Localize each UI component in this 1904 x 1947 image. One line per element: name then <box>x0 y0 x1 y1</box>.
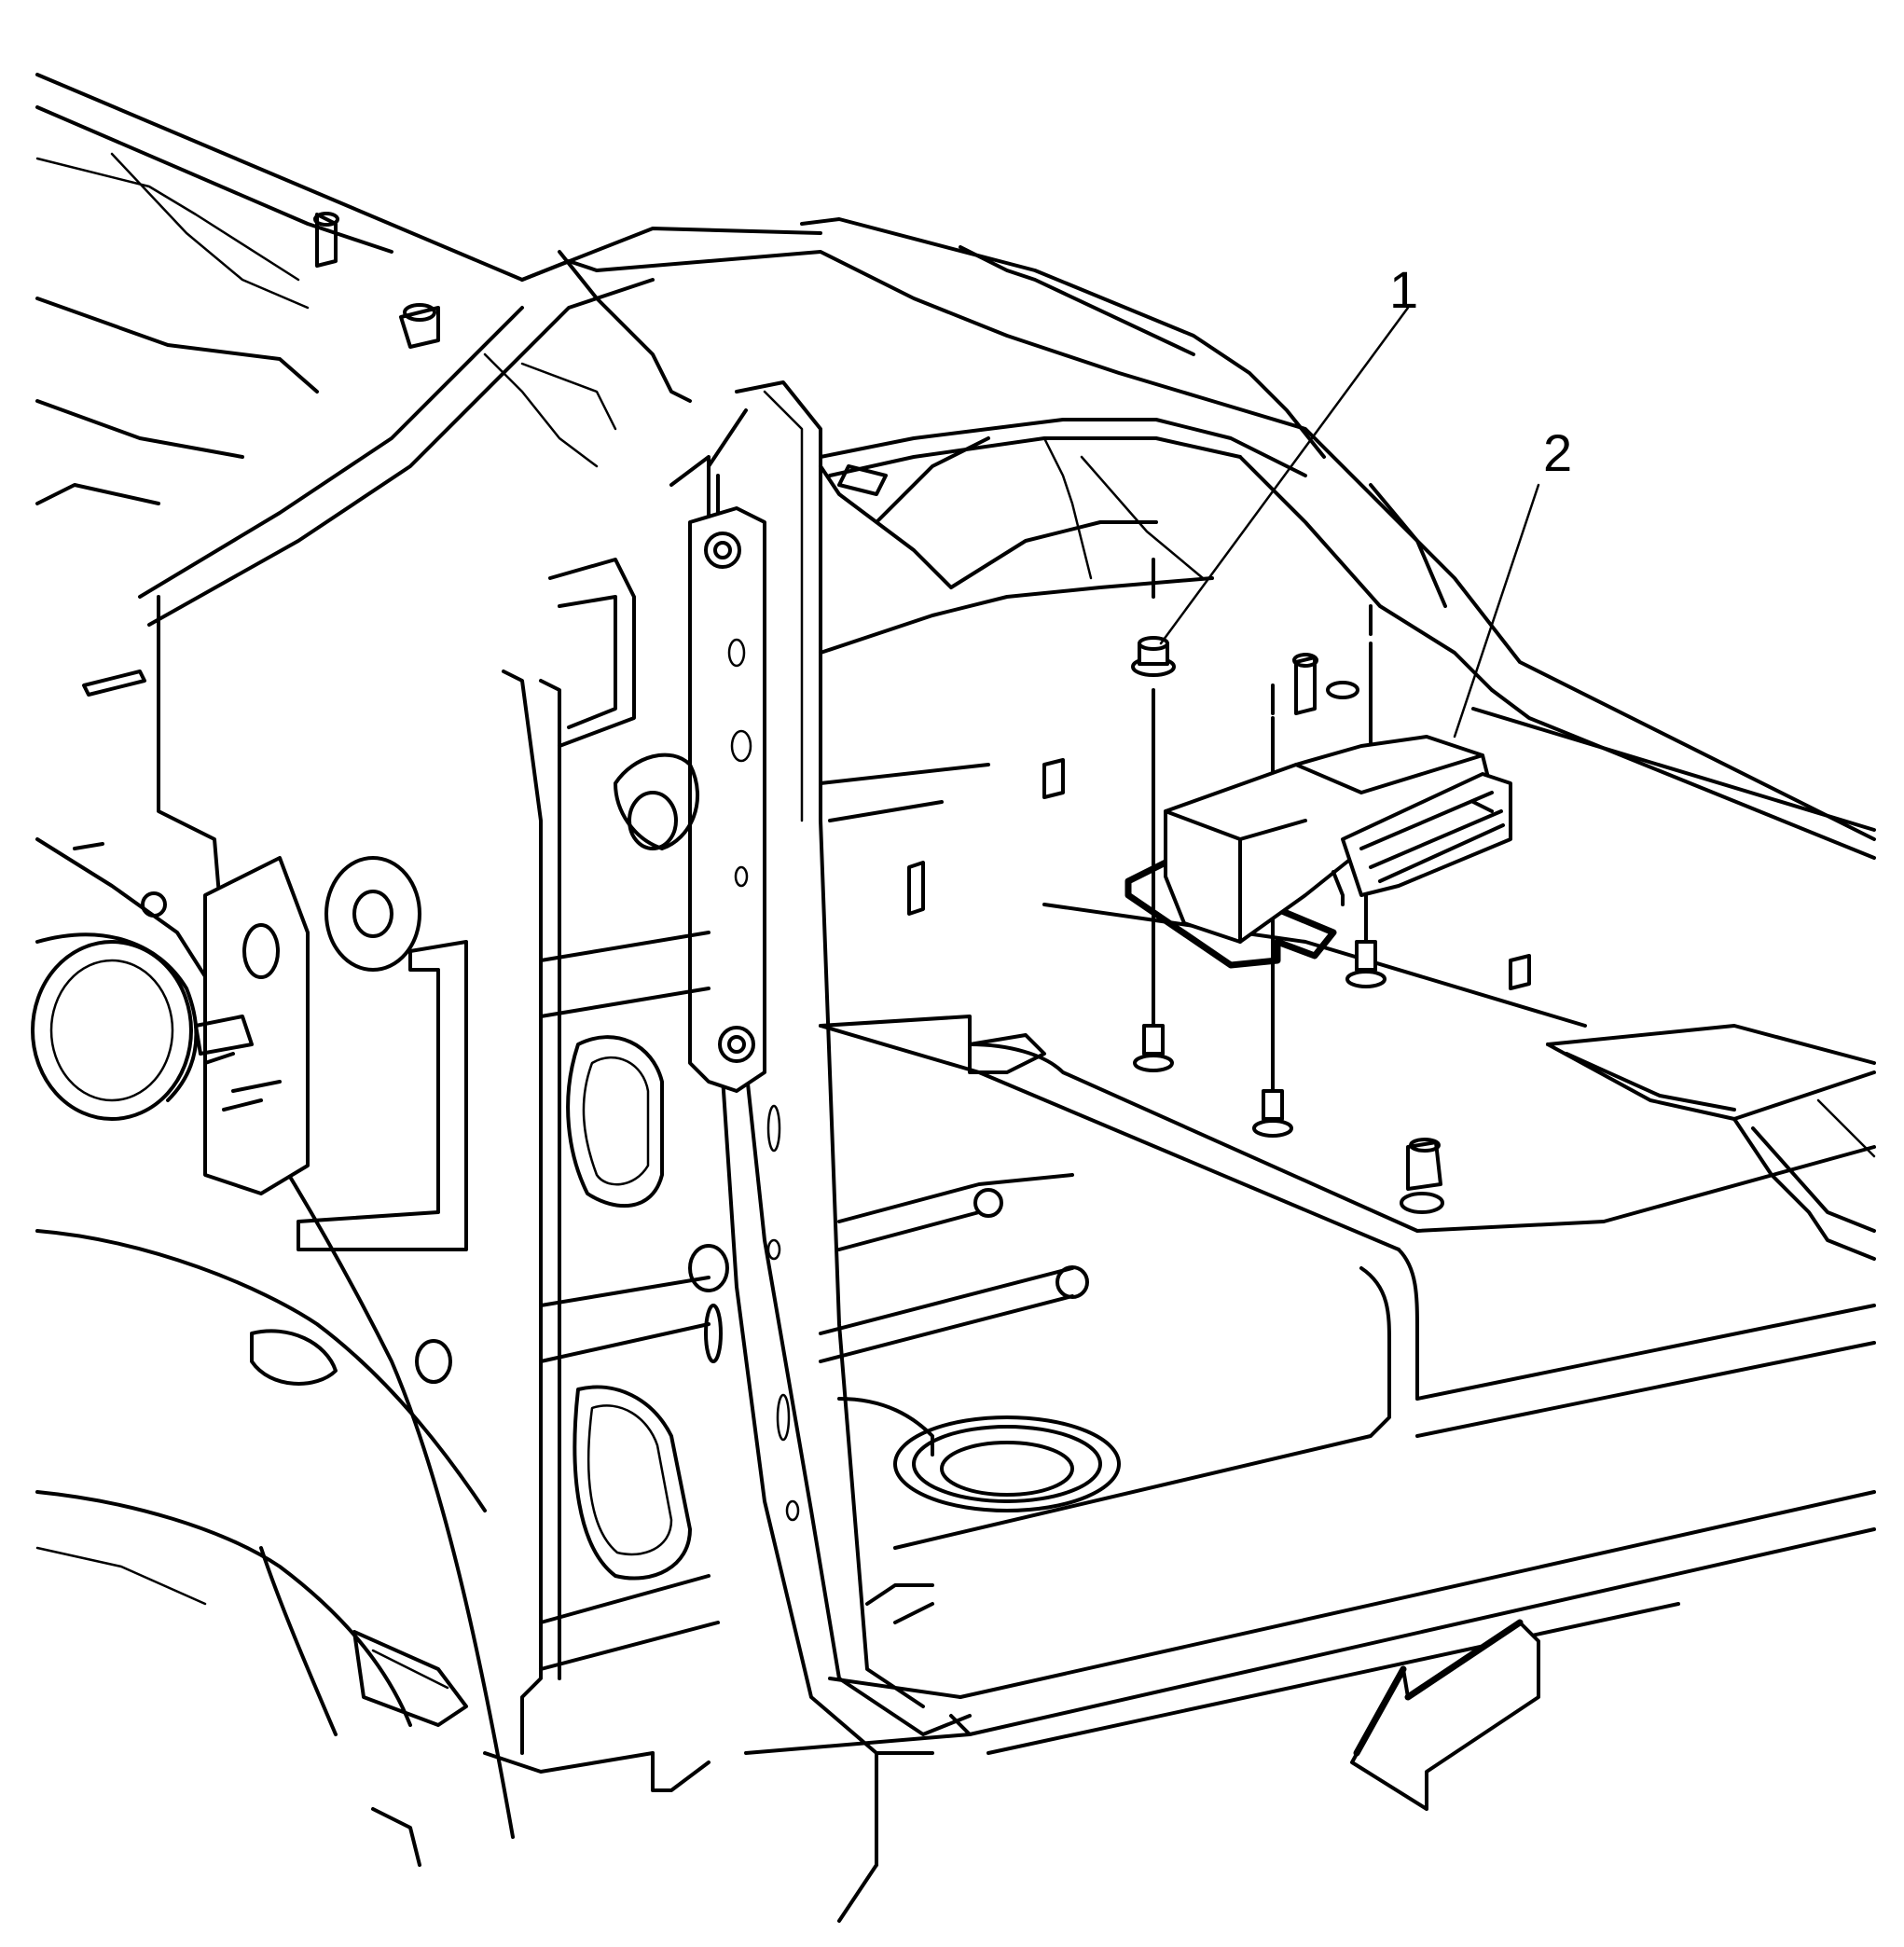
mounting-nut <box>1131 636 1176 677</box>
b-pillar <box>502 380 972 1755</box>
callout-1-label: 1 <box>1389 260 1418 319</box>
bolt-right <box>1345 940 1387 988</box>
bolt-center <box>1252 1089 1293 1138</box>
leader-line-2 <box>1453 483 1540 739</box>
bolt-left <box>1133 1024 1174 1072</box>
left-body-structure <box>31 73 692 1867</box>
leader-line-1 <box>1159 306 1410 645</box>
exploded-parts <box>1124 306 1540 1138</box>
roof-and-rear-structure <box>483 217 1876 1923</box>
control-module <box>1124 735 1512 969</box>
callout-2-label: 2 <box>1543 423 1572 482</box>
forward-direction-arrow-icon <box>1350 1619 1540 1811</box>
